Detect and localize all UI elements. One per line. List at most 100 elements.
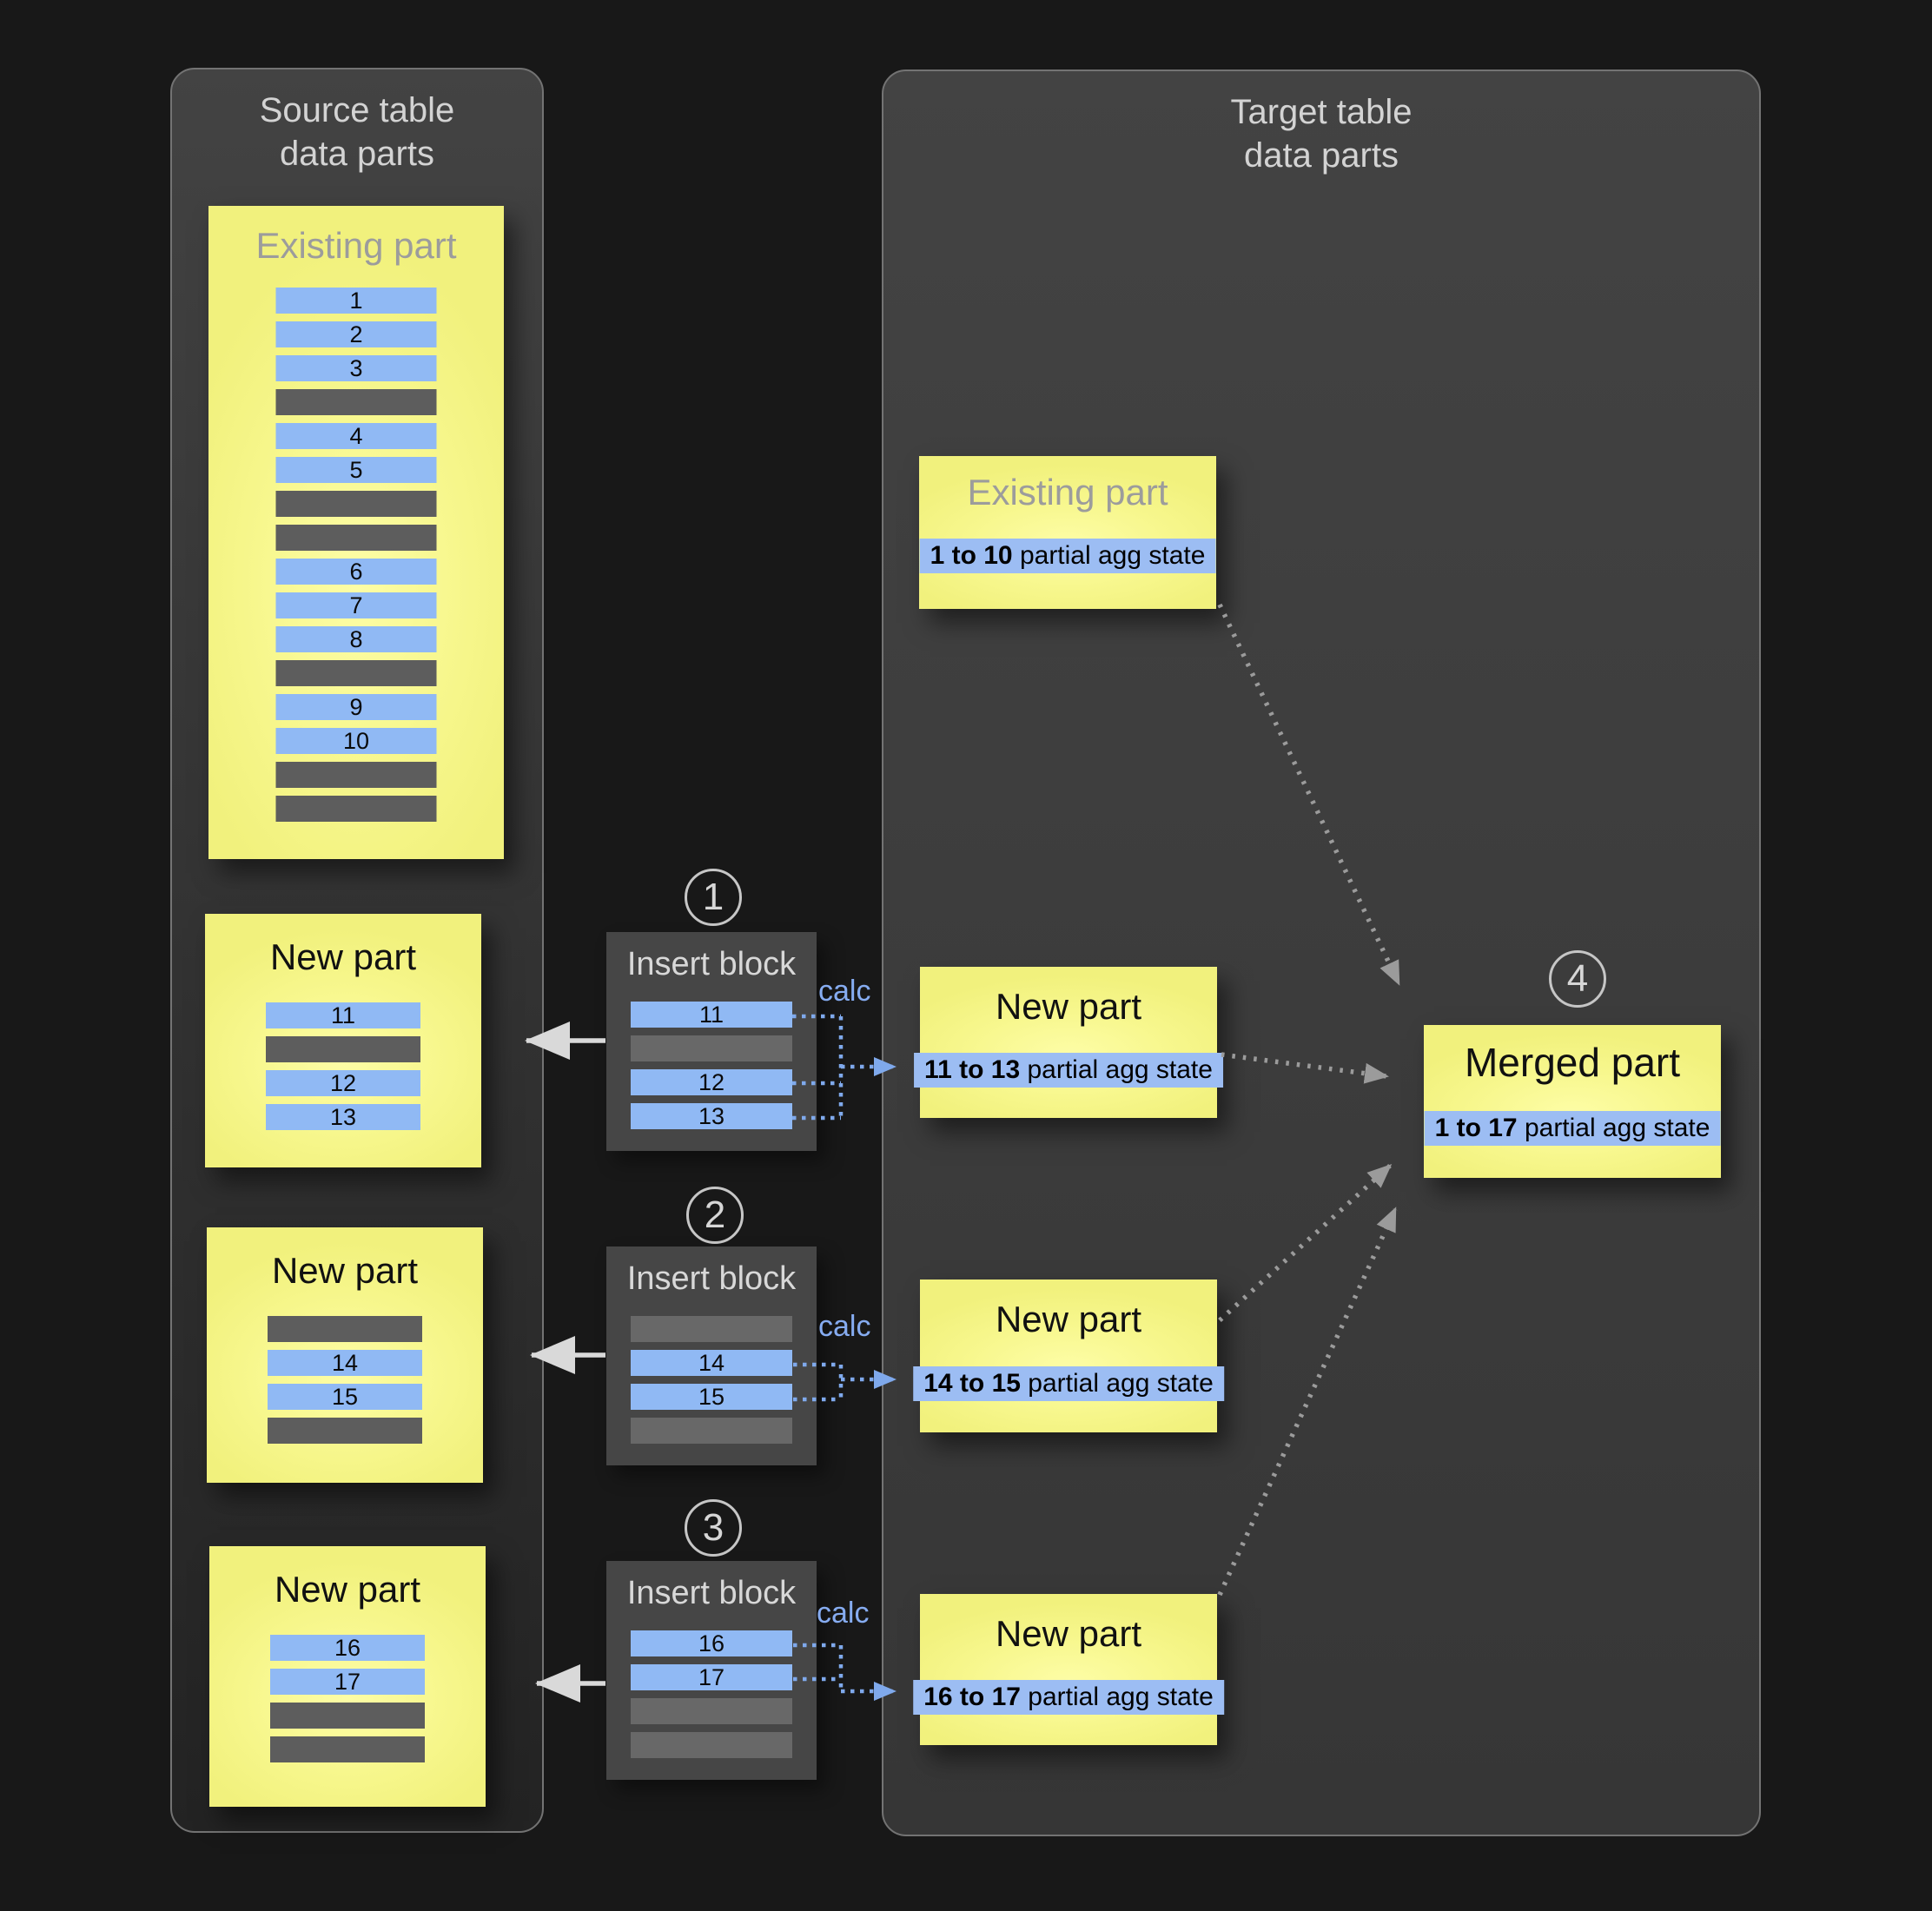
gap-row xyxy=(275,525,437,551)
agg-state-chip-1: 11 to 13 partial agg state xyxy=(914,1053,1223,1088)
target-new-part-1-title: New part xyxy=(995,986,1142,1027)
data-row: 12 xyxy=(266,1070,420,1096)
step-3-badge: 3 xyxy=(685,1499,742,1557)
target-new-part-2: New part 14 to 15 partial agg state xyxy=(913,1280,1224,1432)
gap-row xyxy=(631,1316,792,1342)
gap-row xyxy=(275,389,437,415)
data-row: 1 xyxy=(275,288,437,314)
target-new-part-3-title: New part xyxy=(995,1613,1142,1654)
source-new-part-2-title: New part xyxy=(271,1250,419,1291)
agg-state-chip-existing: 1 to 10 partial agg state xyxy=(919,539,1216,573)
agg-range: 14 to 15 xyxy=(923,1369,1021,1398)
gap-row xyxy=(268,1316,422,1342)
gap-row xyxy=(275,660,437,686)
gap-row xyxy=(268,1418,422,1444)
data-row: 12 xyxy=(631,1069,792,1095)
gap-row xyxy=(275,796,437,822)
gap-row xyxy=(631,1732,792,1758)
source-existing-part-rows: 1 2 3 4 5 6 7 8 9 10 xyxy=(275,288,437,830)
gap-row xyxy=(275,491,437,517)
source-new-part-3-title: New part xyxy=(274,1569,421,1610)
gap-row xyxy=(270,1736,425,1762)
source-panel-title-line1: Source table xyxy=(259,91,455,129)
data-row: 8 xyxy=(275,626,437,652)
calc-label-2: calc xyxy=(818,1310,871,1343)
insert-block-3-title: Insert block xyxy=(626,1575,797,1611)
data-row: 17 xyxy=(631,1664,792,1690)
data-row: 16 xyxy=(270,1635,425,1661)
gap-row xyxy=(270,1703,425,1729)
gap-row xyxy=(631,1035,792,1061)
step-4-badge: 4 xyxy=(1549,950,1606,1008)
insert-block-2-title: Insert block xyxy=(626,1260,797,1297)
data-row: 6 xyxy=(275,559,437,585)
source-new-part-1-title: New part xyxy=(269,936,417,977)
data-row: 11 xyxy=(631,1002,792,1028)
agg-state-chip-3: 16 to 17 partial agg state xyxy=(913,1680,1224,1715)
data-row: 16 xyxy=(631,1630,792,1656)
target-table-panel: Target table data parts xyxy=(882,69,1761,1836)
data-row: 3 xyxy=(275,355,437,381)
agg-suffix: partial agg state xyxy=(1020,1683,1214,1711)
target-new-part-2-title: New part xyxy=(995,1299,1142,1339)
data-row: 15 xyxy=(631,1384,792,1410)
agg-suffix: partial agg state xyxy=(1012,541,1206,570)
target-new-part-3: New part 16 to 17 partial agg state xyxy=(913,1594,1224,1745)
agg-suffix: partial agg state xyxy=(1020,1055,1213,1084)
agg-range: 1 to 10 xyxy=(930,541,1013,570)
data-row: 14 xyxy=(268,1350,422,1376)
target-new-part-1: New part 11 to 13 partial agg state xyxy=(914,967,1223,1118)
data-row: 5 xyxy=(275,457,437,483)
source-new-part-1-rows: 11 12 13 xyxy=(266,1002,420,1138)
agg-suffix: partial agg state xyxy=(1517,1114,1710,1142)
target-existing-part-title: Existing part xyxy=(967,472,1168,512)
data-row: 11 xyxy=(266,1002,420,1028)
data-row: 17 xyxy=(270,1669,425,1695)
gap-row xyxy=(631,1418,792,1444)
data-row: 2 xyxy=(275,321,437,347)
insert-block-1: Insert block 11 12 13 xyxy=(606,932,817,1151)
data-row: 13 xyxy=(631,1103,792,1129)
step-1-badge: 1 xyxy=(685,869,742,926)
gap-row xyxy=(266,1036,420,1062)
source-panel-title: Source table data parts xyxy=(172,89,542,175)
data-row: 9 xyxy=(275,694,437,720)
data-row: 13 xyxy=(266,1104,420,1130)
insert-block-1-title: Insert block xyxy=(626,946,797,982)
agg-state-chip-2: 14 to 15 partial agg state xyxy=(913,1366,1224,1401)
agg-state-chip-merged: 1 to 17 partial agg state xyxy=(1424,1111,1721,1146)
gap-row xyxy=(275,762,437,788)
merged-part-title: Merged part xyxy=(1464,1040,1680,1085)
data-row: 14 xyxy=(631,1350,792,1376)
target-panel-title: Target table data parts xyxy=(883,90,1759,177)
source-panel-title-line2: data parts xyxy=(280,135,434,173)
target-panel-title-line2: data parts xyxy=(1244,136,1399,175)
data-row: 7 xyxy=(275,592,437,618)
insert-block-1-rows: 11 12 13 xyxy=(631,1002,792,1137)
agg-suffix: partial agg state xyxy=(1020,1369,1214,1398)
calc-label-1: calc xyxy=(818,975,871,1008)
source-existing-part: Existing part 1 2 3 4 5 6 7 8 9 10 xyxy=(208,206,504,859)
source-new-part-1: New part 11 12 13 xyxy=(205,914,481,1167)
step-2-badge: 2 xyxy=(686,1187,744,1244)
target-panel-title-line1: Target table xyxy=(1230,93,1413,131)
data-row: 4 xyxy=(275,423,437,449)
gap-row xyxy=(631,1698,792,1724)
agg-range: 1 to 17 xyxy=(1434,1114,1518,1142)
data-row: 15 xyxy=(268,1384,422,1410)
agg-range: 11 to 13 xyxy=(924,1055,1021,1084)
target-existing-part: Existing part 1 to 10 partial agg state xyxy=(919,456,1216,609)
merged-part: Merged part 1 to 17 partial agg state xyxy=(1424,1025,1721,1178)
data-row: 10 xyxy=(275,728,437,754)
calc-label-3: calc xyxy=(817,1597,870,1630)
source-existing-part-title: Existing part xyxy=(255,225,457,266)
